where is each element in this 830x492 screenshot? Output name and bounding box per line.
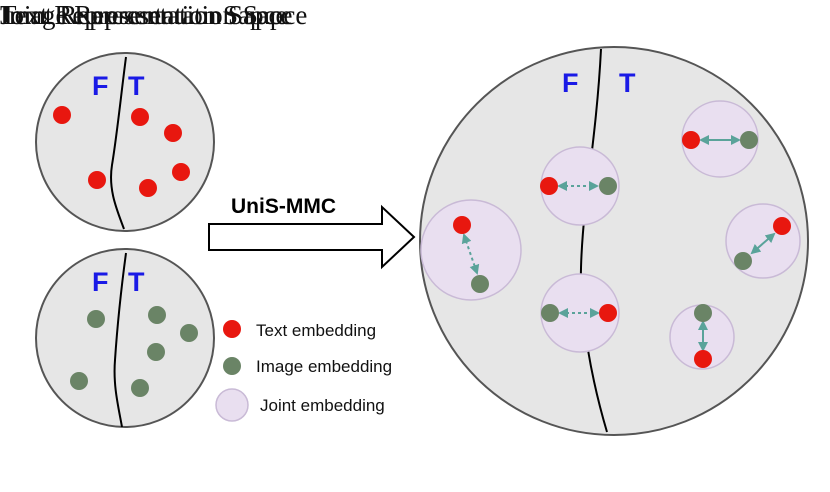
arrow-label: UniS-MMC (231, 195, 336, 218)
image-dot (147, 343, 165, 361)
image-space-boundary (113, 252, 127, 428)
image-space-circle-group: F T (35, 248, 215, 428)
alignment-link (750, 232, 776, 255)
image-dot (131, 379, 149, 397)
joint-embedding (725, 203, 801, 279)
image-space-label-f: F (92, 267, 109, 297)
image-space-label-t: T (128, 267, 145, 297)
image-dot (740, 131, 758, 149)
text-dot (682, 131, 700, 149)
text-dot (453, 216, 471, 234)
joint-embedding (540, 146, 620, 226)
legend-text-label: Text embedding (256, 321, 376, 340)
image-dot (541, 304, 559, 322)
image-dot (180, 324, 198, 342)
joint-space-circle-group: F T (419, 46, 809, 436)
image-dot (148, 306, 166, 324)
legend-text-dot (223, 320, 241, 338)
text-space-circle-group: F T (35, 52, 215, 232)
legend-image-dot (223, 357, 241, 375)
text-dot (694, 350, 712, 368)
text-space-boundary (110, 56, 127, 230)
image-space-title: Image Representation Sapce (0, 0, 308, 30)
text-dot (88, 171, 106, 189)
joint-space-label-t: T (619, 68, 636, 98)
text-space-title: Text Representation Sapce (0, 0, 288, 30)
image-dot (734, 252, 752, 270)
joint-embedding (681, 100, 759, 178)
text-dot (172, 163, 190, 181)
alignment-link (461, 233, 480, 275)
unis-mmc-arrow: UniS-MMC (208, 195, 416, 270)
legend: Text embedding Image embedding Joint emb… (215, 320, 392, 422)
joint-embedding (669, 304, 735, 370)
image-dot (694, 304, 712, 322)
text-dot (53, 106, 71, 124)
text-dot (773, 217, 791, 235)
image-dot (70, 372, 88, 390)
image-dot (599, 177, 617, 195)
text-dot (139, 179, 157, 197)
joint-space-label-f: F (562, 68, 579, 98)
legend-joint-label: Joint embedding (260, 396, 385, 415)
text-dot (540, 177, 558, 195)
joint-embedding (540, 273, 620, 353)
text-space-label-f: F (92, 71, 109, 101)
joint-space-title: Joint Representation Sapce (0, 0, 293, 30)
text-space-label-t: T (128, 71, 145, 101)
image-dot (471, 275, 489, 293)
text-space-circle (35, 52, 215, 232)
text-dot (599, 304, 617, 322)
image-dot (87, 310, 105, 328)
joint-embedding (420, 199, 522, 301)
legend-joint-circle (215, 388, 249, 422)
joint-space-boundary (579, 48, 608, 433)
legend-image-label: Image embedding (256, 357, 392, 376)
text-dot (131, 108, 149, 126)
text-dot (164, 124, 182, 142)
